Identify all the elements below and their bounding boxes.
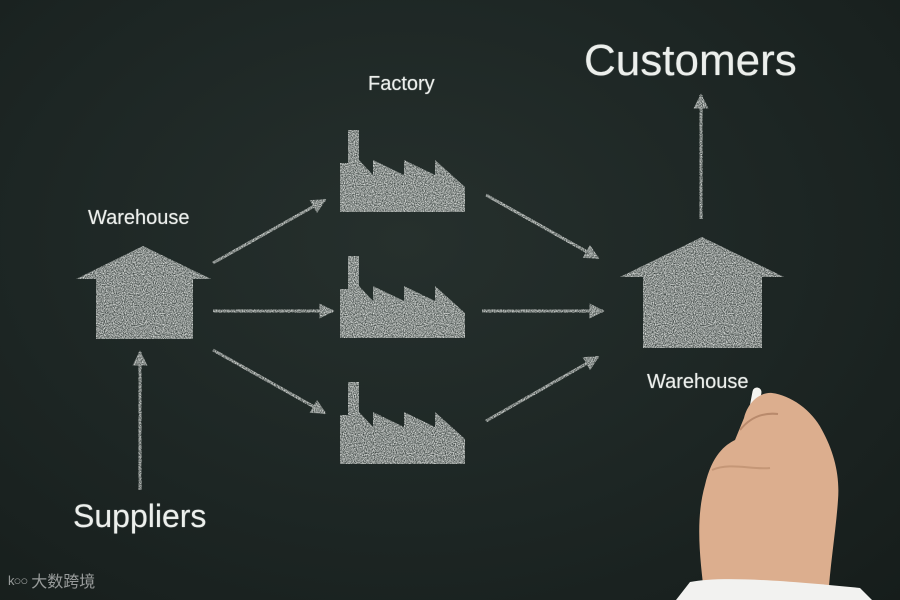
factory-bottom-icon bbox=[340, 382, 465, 464]
right-warehouse-icon bbox=[620, 237, 784, 348]
right-warehouse-label: Warehouse bbox=[647, 371, 749, 393]
arrow-warehouse-to-factory-bottom bbox=[212, 348, 327, 415]
suppliers-label: Suppliers bbox=[73, 498, 207, 534]
left-warehouse-label: Warehouse bbox=[88, 207, 190, 229]
arrow-factory-bottom-to-warehouse bbox=[485, 355, 600, 423]
factory-top-icon bbox=[340, 130, 465, 212]
customers-label: Customers bbox=[584, 36, 797, 85]
watermark-logo-icon: k○○ bbox=[8, 572, 28, 588]
factory-middle-icon bbox=[340, 256, 465, 338]
watermark: k○○ 大数跨境 bbox=[8, 568, 95, 592]
arrow-warehouse-to-factory-top bbox=[212, 198, 327, 265]
watermark-text: 大数跨境 bbox=[31, 574, 96, 591]
left-warehouse-icon bbox=[76, 246, 211, 339]
hand-holding-chalk bbox=[676, 387, 872, 600]
factory-label: Factory bbox=[368, 73, 435, 95]
arrow-factory-top-to-warehouse bbox=[485, 193, 600, 260]
